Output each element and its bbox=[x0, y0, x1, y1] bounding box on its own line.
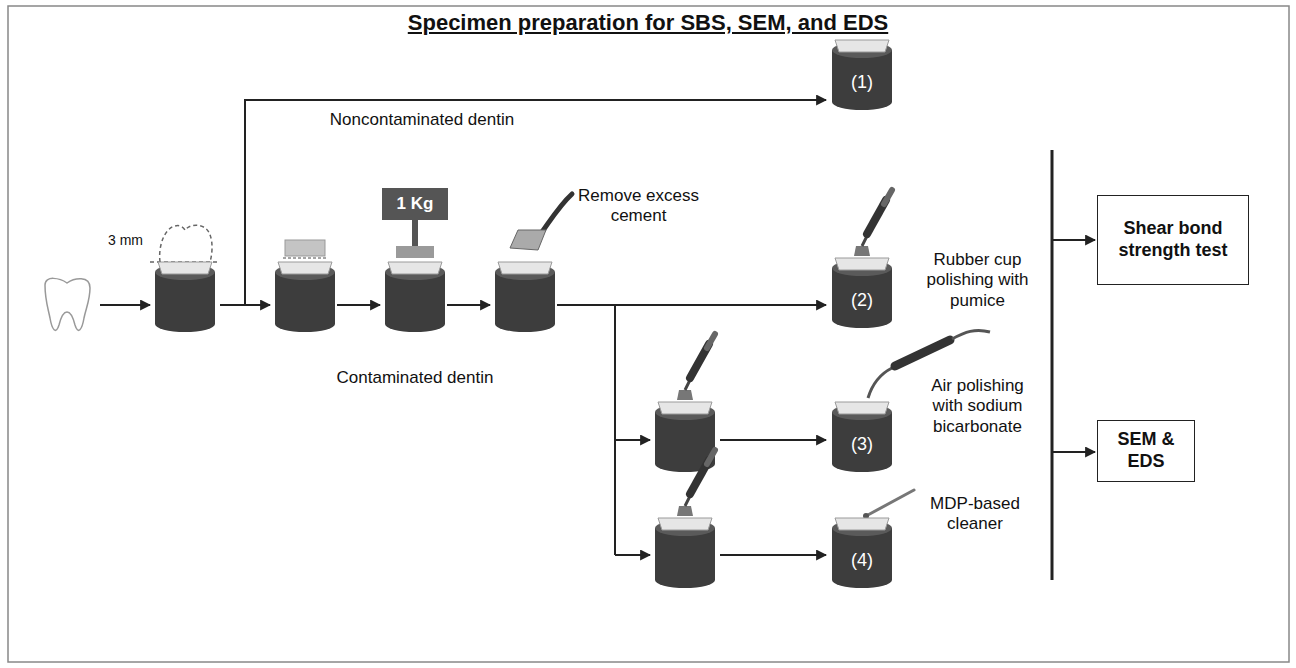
cement-block bbox=[283, 240, 327, 258]
cleaner-applicator bbox=[863, 490, 914, 519]
sectioned-crown bbox=[150, 225, 220, 262]
annotation-label: 3 mm bbox=[98, 232, 153, 249]
node-text: (2) bbox=[832, 290, 892, 312]
mounted-specimen bbox=[158, 262, 212, 274]
spatula bbox=[510, 194, 572, 250]
flow-arrow bbox=[557, 304, 826, 306]
rubber-cup-handpiece bbox=[677, 450, 715, 516]
flow-arrow bbox=[100, 304, 150, 306]
cement-block bbox=[285, 240, 325, 256]
cleaner-applicator bbox=[866, 490, 914, 516]
bracket bbox=[1052, 239, 1095, 241]
node-text: SEM & EDS bbox=[1110, 429, 1182, 472]
output-box: SEM & EDS bbox=[1097, 420, 1195, 482]
load-rod bbox=[412, 220, 418, 246]
flow-arrow bbox=[245, 100, 826, 305]
flow-arrow bbox=[337, 304, 380, 306]
tooth-icon bbox=[45, 278, 90, 330]
dentin-specimen bbox=[835, 402, 889, 414]
annotation-label: Noncontaminated dentin bbox=[292, 110, 552, 130]
dentin-specimen bbox=[835, 258, 889, 270]
cement-block bbox=[283, 257, 327, 259]
output-box: Shear bond strength test bbox=[1097, 195, 1249, 285]
bracket bbox=[1051, 150, 1054, 580]
spatula bbox=[542, 194, 572, 232]
figure-border bbox=[8, 6, 1289, 662]
rubber-cup-handpiece bbox=[677, 190, 892, 516]
load-weight: 1 Kg bbox=[382, 188, 448, 220]
mounted-specimen bbox=[658, 518, 712, 530]
dentin-specimen bbox=[835, 40, 889, 52]
sectioned-crown bbox=[160, 225, 212, 262]
load-rod bbox=[396, 220, 434, 258]
bracket bbox=[1052, 451, 1095, 453]
figure-title: Specimen preparation for SBS, SEM, and E… bbox=[0, 10, 1296, 36]
specimen-cylinder: (2) bbox=[832, 258, 892, 330]
flow-arrow bbox=[720, 554, 826, 556]
tooth-icon bbox=[45, 278, 90, 330]
flow-arrow bbox=[615, 439, 650, 441]
mounted-specimen bbox=[278, 262, 332, 274]
annotation-label: Remove excess cement bbox=[576, 186, 701, 227]
flow-arrow bbox=[720, 439, 826, 441]
mounted-specimen bbox=[658, 402, 712, 414]
mounted-specimen bbox=[498, 262, 552, 274]
mounted-specimen bbox=[155, 262, 715, 588]
mounted-specimen bbox=[388, 262, 442, 274]
specimen-cylinder: (3) bbox=[832, 402, 892, 474]
flow-arrow bbox=[100, 100, 826, 555]
flow-arrow bbox=[614, 305, 616, 555]
air-polisher bbox=[868, 368, 892, 398]
load-rod bbox=[396, 246, 434, 258]
annotation-label: Air polishing with sodium bicarbonate bbox=[920, 376, 1035, 437]
bracket bbox=[1052, 150, 1095, 580]
annotation-label: Contaminated dentin bbox=[300, 368, 530, 388]
node-text: 1 Kg bbox=[397, 194, 434, 214]
specimen-cylinder: (4) bbox=[832, 518, 892, 590]
node-text: (1) bbox=[832, 72, 892, 94]
node-text: Shear bond strength test bbox=[1110, 218, 1236, 261]
annotation-label: Rubber cup polishing with pumice bbox=[915, 250, 1040, 311]
flow-arrow bbox=[447, 304, 490, 306]
air-polisher bbox=[952, 330, 990, 339]
air-polisher bbox=[895, 340, 950, 366]
specimen-cylinder: (1) bbox=[832, 40, 892, 112]
node-text: (4) bbox=[832, 550, 892, 572]
dentin-specimen bbox=[835, 518, 889, 530]
rubber-cup-handpiece bbox=[677, 334, 715, 400]
rubber-cup-handpiece bbox=[854, 190, 892, 256]
spatula bbox=[510, 230, 546, 250]
flow-arrow bbox=[615, 554, 650, 556]
node-text: (3) bbox=[832, 434, 892, 456]
annotation-label: MDP-based cleaner bbox=[926, 494, 1024, 535]
